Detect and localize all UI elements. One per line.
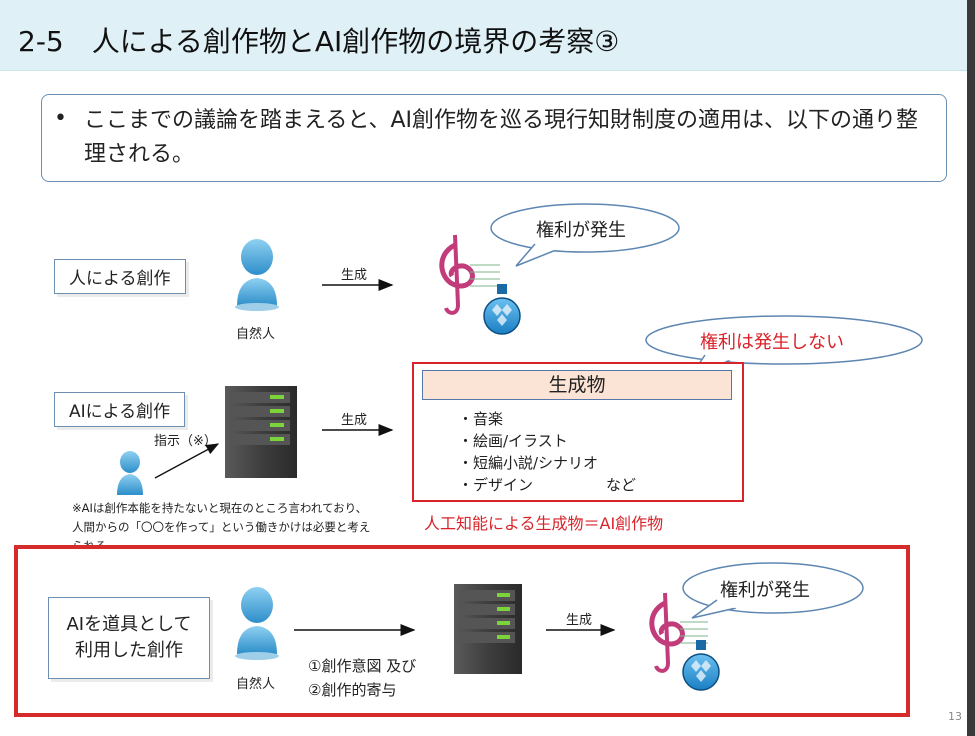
server-icon-row3 <box>454 584 522 674</box>
bottle-icon-row1 <box>483 284 521 335</box>
creation-steps: ①創作意図 及び ②創作的寄与 <box>308 654 416 702</box>
person-icon-row1 <box>235 239 279 311</box>
music-note-icon-row1 <box>439 234 500 315</box>
page-number: 13 <box>948 710 962 723</box>
summary-box <box>41 94 947 182</box>
person-caption-row3: 自然人 <box>236 677 276 692</box>
window-edge <box>967 0 975 736</box>
step-creative-intent: ①創作意図 及び <box>308 657 417 675</box>
generate-label-row1: 生成 <box>341 268 368 283</box>
server-icon-row2 <box>225 386 297 478</box>
product-item-painting: ・絵画/イラスト <box>458 432 568 450</box>
generate-label-row3: 生成 <box>566 613 593 628</box>
person-icon-row3 <box>235 587 279 660</box>
footnote-text: ※AIは創作本能を持たないと現在のところ言われており、人間からの「〇〇を作って」… <box>72 501 371 549</box>
product-header: 生成物 <box>422 370 732 400</box>
bubble-text-row2: 権利は発生しない <box>700 332 844 353</box>
product-item-story: ・短編小説/シナリオ <box>458 454 599 472</box>
slide-title: 2-5 人による創作物とAI創作物の境界の考察③ <box>18 25 620 58</box>
label-ai-as-tool-line1: AIを道具として <box>66 614 192 635</box>
label-ai-as-tool-line2: 利用した創作 <box>75 640 183 661</box>
generate-label-row2: 生成 <box>341 413 368 428</box>
summary-text: ここまでの議論を踏まえると、AI創作物を巡る現行知財制度の適用は、以下の通り整理… <box>84 108 919 167</box>
title-bar <box>0 0 975 71</box>
person-caption-row1: 自然人 <box>236 327 276 342</box>
step-creative-contribution: ②創作的寄与 <box>308 681 397 699</box>
bottle-icon-row3 <box>682 640 720 691</box>
speech-bubble-row3 <box>682 562 864 619</box>
bullet-point: • <box>54 106 67 131</box>
person-icon-small <box>117 451 143 495</box>
product-item-etc: など <box>606 476 637 494</box>
music-note-icon-row3 <box>649 592 708 673</box>
label-ai-as-tool: AIを道具として 利用した創作 <box>48 597 210 679</box>
highlight-frame <box>14 545 910 717</box>
bubble-text-row3: 権利が発生 <box>720 580 810 601</box>
speech-bubble-row1 <box>490 203 680 267</box>
ai-creation-definition: 人工知能による生成物＝AI創作物 <box>424 514 664 533</box>
instruction-arrow <box>154 443 220 479</box>
instruction-label: 指示（※） <box>154 434 217 449</box>
label-human-creation: 人による創作 <box>54 259 186 294</box>
bubble-text-row1: 権利が発生 <box>536 220 626 241</box>
label-ai-creation: AIによる創作 <box>54 392 186 427</box>
product-item-design: ・デザイン <box>458 476 534 494</box>
product-item-music: ・音楽 <box>458 410 504 428</box>
